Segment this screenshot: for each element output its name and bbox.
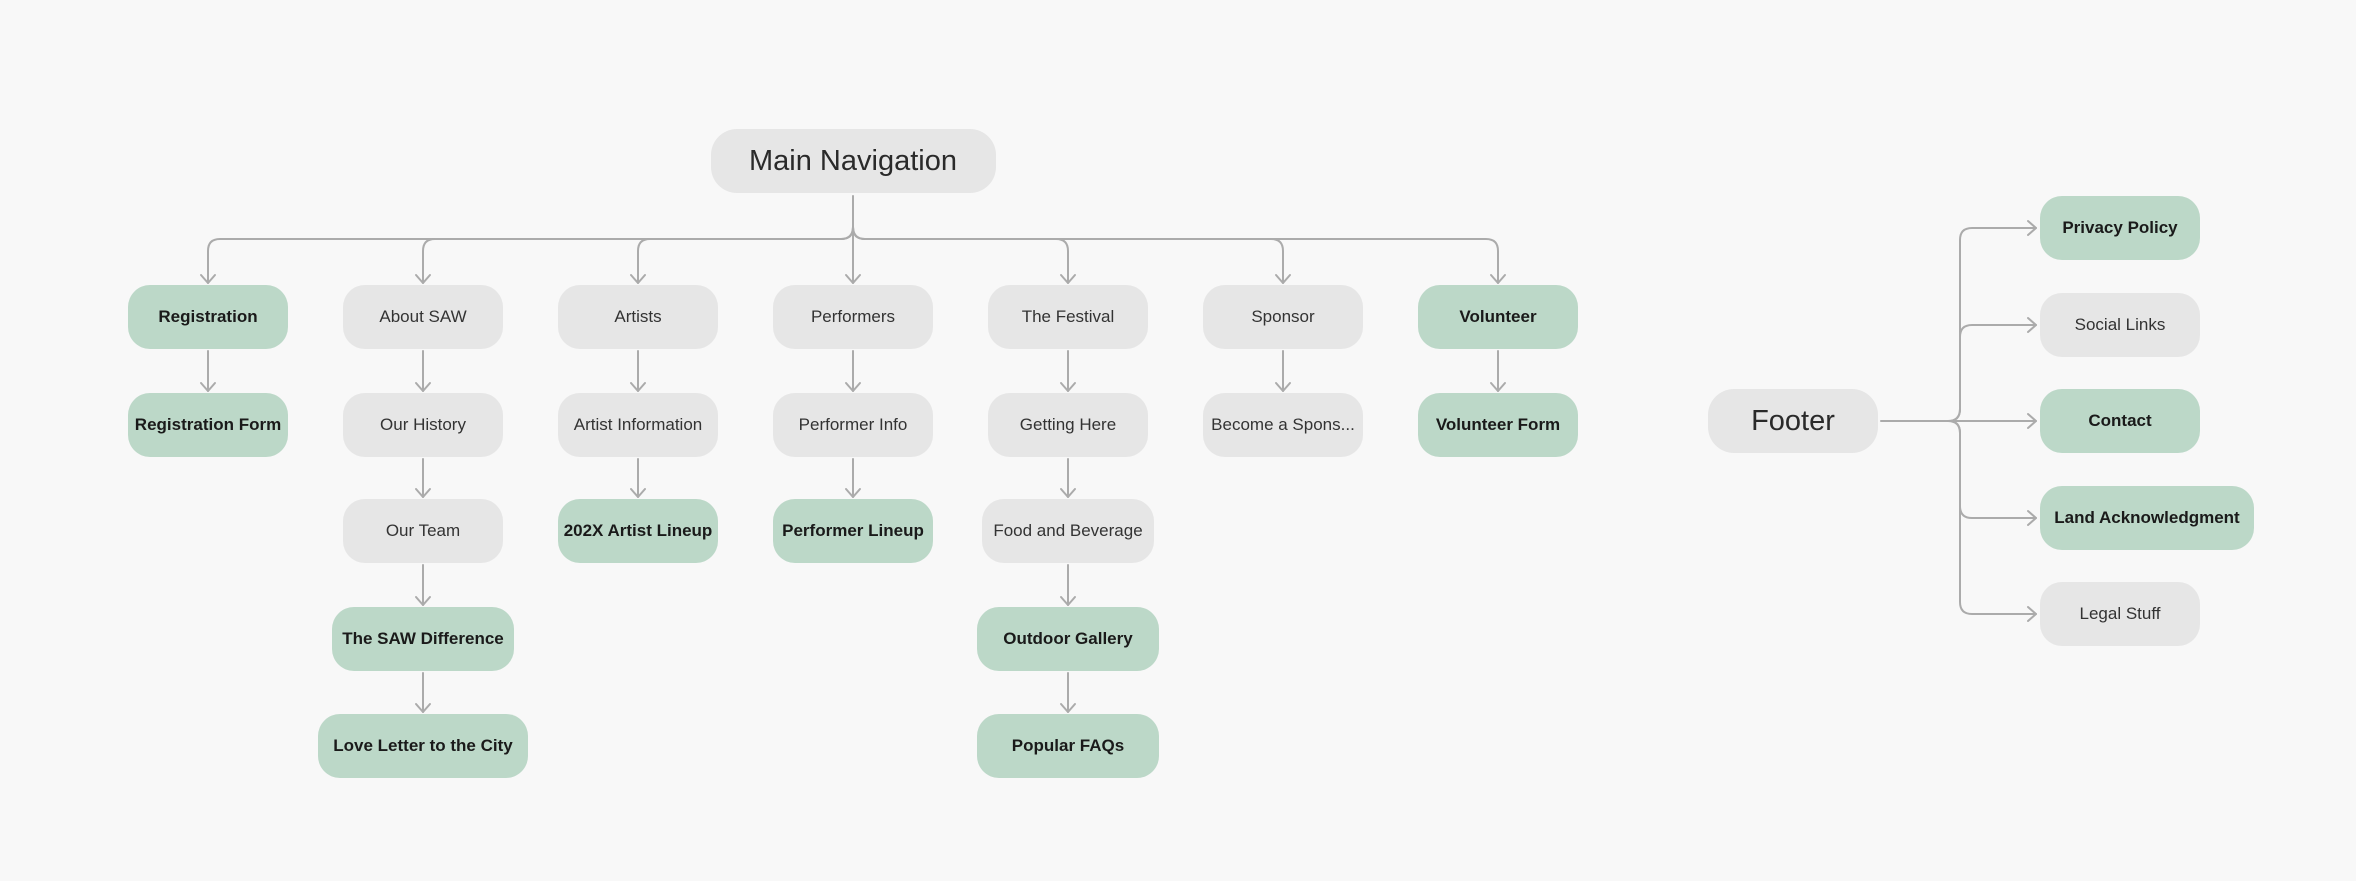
node-about-saw: About SAW <box>343 285 503 349</box>
node-performers: Performers <box>773 285 933 349</box>
connector-branch <box>852 226 1499 284</box>
arrow-down-icon <box>1490 382 1506 392</box>
node-contact: Contact <box>2040 389 2200 453</box>
node-registration: Registration <box>128 285 288 349</box>
arrow-right-icon <box>2027 413 2037 429</box>
connector-branch <box>637 226 854 284</box>
arrow-down-icon <box>1060 382 1076 392</box>
node-registration-form: Registration Form <box>128 393 288 457</box>
node-love-letter-to-the-city: Love Letter to the City <box>318 714 528 778</box>
arrow-down-icon <box>845 488 861 498</box>
arrow-down-icon <box>845 274 861 284</box>
node-performer-lineup: Performer Lineup <box>773 499 933 563</box>
arrow-down-icon <box>1060 596 1076 606</box>
node-artists: Artists <box>558 285 718 349</box>
node-footer: Footer <box>1708 389 1878 453</box>
arrow-right-icon <box>2027 510 2037 526</box>
arrow-down-icon <box>415 274 431 284</box>
arrow-down-icon <box>1060 488 1076 498</box>
arrow-down-icon <box>415 382 431 392</box>
arrow-down-icon <box>1275 382 1291 392</box>
arrow-down-icon <box>415 703 431 713</box>
node-volunteer: Volunteer <box>1418 285 1578 349</box>
connector-branch <box>207 226 854 284</box>
node-getting-here: Getting Here <box>988 393 1148 457</box>
connector-branch <box>852 226 1069 284</box>
node-artist-information: Artist Information <box>558 393 718 457</box>
footer-connector-branch <box>1947 324 2037 422</box>
arrow-right-icon <box>2027 606 2037 622</box>
node-202x-artist-lineup: 202X Artist Lineup <box>558 499 718 563</box>
node-main-navigation: Main Navigation <box>710 129 996 193</box>
arrow-down-icon <box>630 488 646 498</box>
node-the-festival: The Festival <box>988 285 1148 349</box>
arrow-down-icon <box>200 382 216 392</box>
node-performer-info: Performer Info <box>773 393 933 457</box>
arrow-down-icon <box>845 382 861 392</box>
arrow-down-icon <box>1490 274 1506 284</box>
node-volunteer-form: Volunteer Form <box>1418 393 1578 457</box>
node-become-a-spons: Become a Spons... <box>1203 393 1363 457</box>
node-our-history: Our History <box>343 393 503 457</box>
arrow-down-icon <box>200 274 216 284</box>
arrow-down-icon <box>415 488 431 498</box>
arrow-down-icon <box>415 596 431 606</box>
arrow-down-icon <box>630 382 646 392</box>
node-privacy-policy: Privacy Policy <box>2040 196 2200 260</box>
node-food-and-beverage: Food and Beverage <box>982 499 1154 563</box>
node-the-saw-difference: The SAW Difference <box>332 607 514 671</box>
arrow-down-icon <box>630 274 646 284</box>
arrow-down-icon <box>1060 274 1076 284</box>
node-popular-faqs: Popular FAQs <box>977 714 1159 778</box>
node-sponsor: Sponsor <box>1203 285 1363 349</box>
footer-connector-branch <box>1947 420 2037 615</box>
node-legal-stuff: Legal Stuff <box>2040 582 2200 646</box>
arrow-down-icon <box>1275 274 1291 284</box>
arrow-right-icon <box>2027 220 2037 236</box>
node-social-links: Social Links <box>2040 293 2200 357</box>
node-our-team: Our Team <box>343 499 503 563</box>
arrow-right-icon <box>2027 317 2037 333</box>
footer-connector-branch <box>1947 420 2037 519</box>
node-land-acknowledgment: Land Acknowledgment <box>2040 486 2254 550</box>
node-outdoor-gallery: Outdoor Gallery <box>977 607 1159 671</box>
arrow-down-icon <box>1060 703 1076 713</box>
